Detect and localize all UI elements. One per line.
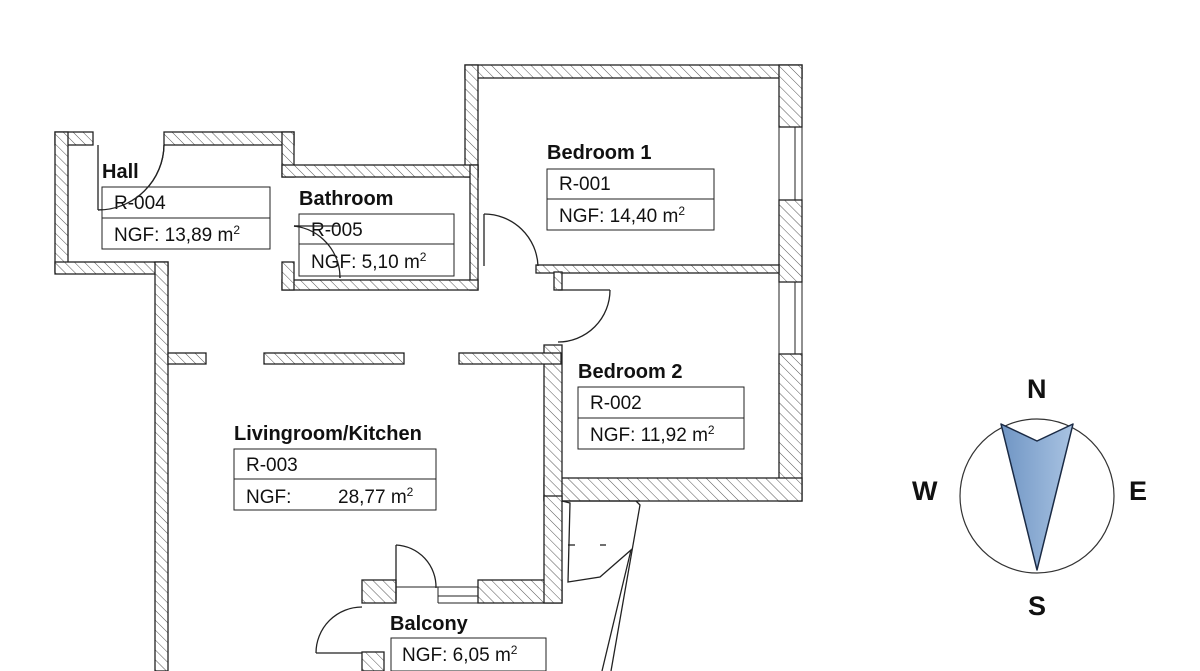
- room-area-bedroom-2: NGF: 11,92 m2: [590, 423, 715, 446]
- wall-bathroom-bottom: [281, 279, 479, 291]
- wall-bedroom-top: [464, 64, 803, 79]
- room-area-bedroom-1: NGF: 14,40 m2: [559, 204, 685, 227]
- wall-hall-left: [54, 131, 69, 273]
- room-bedroom-2: Bedroom 2 R-002 NGF: 11,92 m2: [577, 361, 745, 450]
- compass-north-label: N: [1027, 374, 1047, 404]
- compass-west-label: W: [912, 476, 938, 506]
- bedroom1-door-arc: [483, 213, 539, 267]
- room-bedroom-1: Bedroom 1 R-001 NGF: 14,40 m2: [546, 142, 715, 231]
- partition-b: [263, 352, 405, 365]
- room-id-hall: R-004: [114, 193, 166, 214]
- compass-south-label: S: [1028, 591, 1046, 621]
- room-name-balcony: Balcony: [390, 613, 469, 635]
- partition-a: [167, 352, 207, 365]
- wall-living-bottom-left: [361, 579, 397, 604]
- room-area-hall: NGF: 13,89 m2: [114, 223, 240, 246]
- room-bathroom: Bathroom R-005 NGF: 5,10 m2: [298, 188, 455, 277]
- room-id-living-kitchen: R-003: [246, 455, 298, 476]
- wall-bathroom-right: [469, 164, 479, 291]
- bedroom2-door-arc: [557, 289, 611, 343]
- balcony-door-arc-1: [395, 544, 437, 589]
- wall-right-b: [778, 199, 803, 283]
- room-balcony: Balcony NGF: 6,05 m2: [390, 613, 547, 671]
- wall-bedroom2-left: [543, 344, 563, 501]
- room-name-hall: Hall: [102, 161, 139, 183]
- wall-bedroom2-bottom: [543, 477, 803, 502]
- compass-needle: [1000, 423, 1074, 571]
- wall-balcony-left: [361, 651, 385, 671]
- wall-hall-top-right: [163, 131, 295, 146]
- compass-east-label: E: [1129, 476, 1147, 506]
- room-id-bedroom-1: R-001: [559, 174, 611, 195]
- wall-bathroom-left-lower: [281, 261, 295, 291]
- room-living-kitchen: Livingroom/Kitchen R-003 NGF: 28,77 m2: [233, 423, 437, 511]
- room-id-bathroom: R-005: [311, 220, 363, 241]
- compass: N S E W: [912, 374, 1147, 621]
- wall-living-left: [154, 261, 169, 671]
- partition-c: [458, 352, 562, 365]
- balcony-outline: [561, 500, 641, 671]
- room-name-bedroom-1: Bedroom 1: [547, 142, 651, 164]
- room-area-bathroom: NGF: 5,10 m2: [311, 250, 427, 273]
- room-area-living-kitchen: 28,77 m2: [338, 485, 414, 508]
- windows: [396, 127, 803, 604]
- wall-living-right-lower: [543, 495, 563, 604]
- tag-box-balcony: [390, 637, 547, 671]
- walls: [54, 64, 803, 671]
- room-name-living-kitchen: Livingroom/Kitchen: [234, 423, 422, 445]
- room-id-bedroom-2: R-002: [590, 393, 642, 414]
- wall-right-a: [778, 64, 803, 128]
- room-ngf-label-living-kitchen: NGF:: [246, 487, 291, 508]
- room-area-balcony: NGF: 6,05 m2: [402, 643, 518, 666]
- tag-box-bathroom: [298, 213, 455, 277]
- wall-bathroom-top: [281, 164, 479, 178]
- wall-hall-bottom: [54, 261, 169, 275]
- room-name-bathroom: Bathroom: [299, 188, 393, 210]
- room-name-bedroom-2: Bedroom 2: [578, 361, 682, 383]
- balcony-door-arc-2: [315, 606, 363, 654]
- wall-bedroom2-left-upper: [553, 271, 563, 291]
- room-hall: Hall R-004 NGF: 13,89 m2: [101, 161, 271, 250]
- wall-bedroom-left: [464, 64, 479, 178]
- wall-bedroom-divider: [535, 264, 780, 274]
